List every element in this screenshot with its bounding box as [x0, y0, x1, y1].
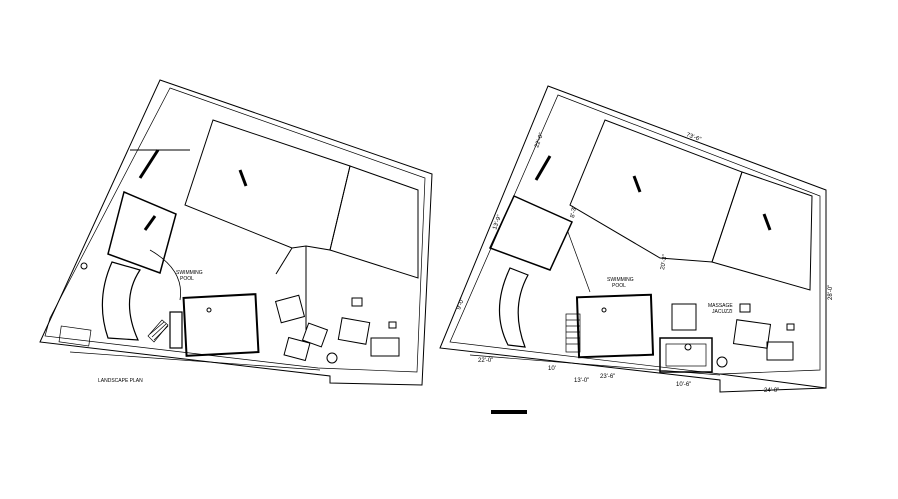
right-planter-3: [766, 341, 794, 361]
left-planter-5: [370, 337, 400, 357]
dim-mid-b: 20'-3": [660, 254, 669, 270]
right-plan-outer-boundary: [439, 85, 827, 393]
right-planter-4: [739, 303, 751, 313]
right-jacuzzi-label-2: JACUZZI: [712, 309, 733, 315]
left-plan-caption: LANDSCAPE PLAN: [98, 378, 143, 384]
right-planter-1: [671, 303, 697, 331]
right-pool-center-marker: [601, 307, 607, 313]
dim-bottom-3: 13'-0": [574, 378, 589, 384]
left-planter-2: [301, 322, 329, 348]
dim-right-side: 28'-0": [828, 285, 834, 300]
right-stairs: [565, 313, 581, 353]
right-plan-inner-boundary: [449, 94, 821, 375]
left-plan: [39, 79, 433, 386]
left-deck-room: [107, 190, 177, 274]
left-lawn-area-1: [184, 119, 351, 251]
left-curved-arc: [149, 249, 182, 301]
left-planter-4: [337, 317, 371, 345]
right-jacuzzi-label-1: MASSAGE: [708, 303, 733, 309]
left-stair-block: [169, 311, 183, 349]
left-tree: [326, 352, 338, 364]
right-jacuzzi: [659, 337, 713, 373]
right-pool-label-1: SWIMMING: [607, 277, 634, 283]
left-planter-1: [274, 294, 306, 324]
right-deck-room: [488, 195, 573, 271]
dim-bottom-1: 22'-0": [478, 358, 493, 364]
left-swimming-pool: [182, 293, 260, 357]
right-lawn-area-1: [569, 119, 743, 263]
bottom-title-bar: [491, 410, 527, 414]
dim-top: 73'-6": [685, 132, 701, 143]
left-pool-center-marker: [206, 307, 212, 313]
right-swimming-pool: [575, 293, 655, 359]
right-curved-walkway: [498, 267, 529, 348]
left-stairs: [147, 319, 169, 343]
right-lawn-area-2: [711, 171, 813, 291]
left-curved-walkway: [101, 261, 141, 341]
left-lawn-area-2: [329, 165, 419, 279]
dim-bottom-2: 10': [548, 366, 556, 372]
left-planter-3: [283, 336, 311, 362]
right-tree: [716, 356, 728, 368]
dim-left-mid: 13'-9": [492, 214, 503, 230]
left-plan-outer-boundary: [39, 79, 433, 386]
dim-mid-a: 8'-3": [570, 206, 578, 219]
left-marker-circle: [80, 262, 88, 270]
dim-left-low: 9'-0": [456, 297, 466, 310]
right-pool-label-2: POOL: [612, 283, 626, 289]
left-plan-inner-boundary: [44, 87, 426, 373]
left-pool-label-1: SWIMMING: [176, 270, 203, 276]
left-planter-6: [351, 297, 363, 307]
right-plan: [439, 85, 827, 393]
left-pool-label-2: POOL: [180, 276, 194, 282]
right-planter-5: [786, 323, 795, 331]
left-planter-7: [388, 321, 397, 329]
dim-bottom-6: 24'-0": [764, 388, 779, 394]
dim-bottom-5: 10'-6": [676, 382, 691, 388]
dim-left-upper: 22'-0": [534, 132, 545, 148]
dim-bottom-4: 23'-6": [600, 374, 615, 380]
right-planter-2: [732, 319, 772, 349]
